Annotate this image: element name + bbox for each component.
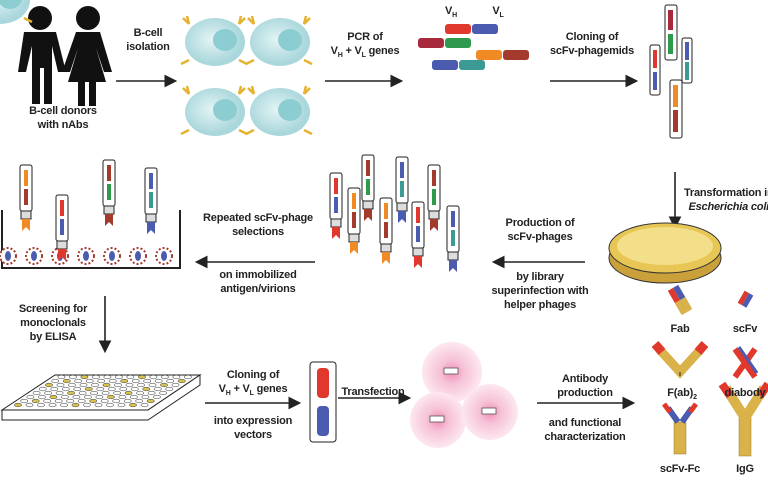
vh-vl-gene-fragments bbox=[418, 24, 529, 70]
phage-icon bbox=[55, 194, 69, 261]
vl-label: VL bbox=[492, 5, 504, 20]
elisa-plate-icon bbox=[0, 374, 202, 421]
b-cells-icon bbox=[0, 0, 314, 138]
phage-icon bbox=[411, 201, 425, 268]
scfv-label: scFv bbox=[732, 323, 758, 335]
phage-icon bbox=[19, 164, 33, 231]
fab2-label: F(ab)2 bbox=[667, 387, 697, 402]
diabody-icon bbox=[732, 346, 759, 379]
igg-icon bbox=[718, 381, 768, 457]
scfv-fc-label: scFv-Fc bbox=[659, 463, 701, 475]
phage-icon bbox=[102, 159, 116, 226]
scfv-phages-icon bbox=[329, 154, 460, 272]
phage-icon bbox=[395, 156, 409, 223]
fab-icon bbox=[667, 284, 693, 316]
fab-label: Fab bbox=[670, 323, 690, 335]
donor-silhouettes-icon bbox=[18, 6, 112, 106]
phagemids-icon bbox=[649, 4, 693, 139]
scfv-icon bbox=[737, 290, 754, 308]
diabody-label: diabody bbox=[724, 387, 766, 399]
transfected-cells-icon bbox=[410, 342, 518, 448]
phage-icon bbox=[427, 164, 441, 231]
antibody-formats-icon bbox=[651, 284, 768, 457]
phage-icon bbox=[347, 187, 361, 254]
selection-well-icon bbox=[0, 159, 181, 269]
vh-label: VH bbox=[445, 5, 457, 20]
flow-arrows bbox=[98, 74, 682, 410]
phage-icon bbox=[144, 167, 158, 234]
expression-vector-icon bbox=[309, 361, 337, 443]
phage-icon bbox=[361, 154, 375, 221]
phage-icon bbox=[446, 205, 460, 272]
transfection-label: Transfection bbox=[341, 386, 405, 398]
petri-dish-icon bbox=[608, 222, 722, 284]
phage-icon bbox=[329, 172, 343, 239]
igg-label: IgG bbox=[736, 463, 754, 475]
phage-icon bbox=[379, 197, 393, 264]
fab2-icon bbox=[651, 341, 709, 379]
scfv-fc-icon bbox=[662, 402, 698, 455]
